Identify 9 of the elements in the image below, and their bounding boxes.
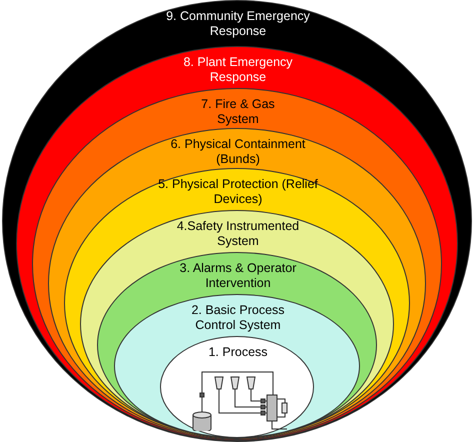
layer-label: 1. Process [207,345,269,360]
layer-label: 2. Basic Process Control System [190,303,286,333]
layer-label: 3. Alarms & Operator Intervention [178,261,298,291]
layer-label: 5. Physical Protection (Relief Devices) [157,177,319,207]
layer-label: 8. Plant Emergency Response [182,55,294,85]
layer-label: 7. Fire & Gas System [200,97,276,127]
layer-label: 4.Safety Instrumented System [176,219,300,249]
layer-label: 6. Physical Containment (Bunds) [170,137,306,167]
layer-label: 9. Community Emergency Response [165,9,311,39]
